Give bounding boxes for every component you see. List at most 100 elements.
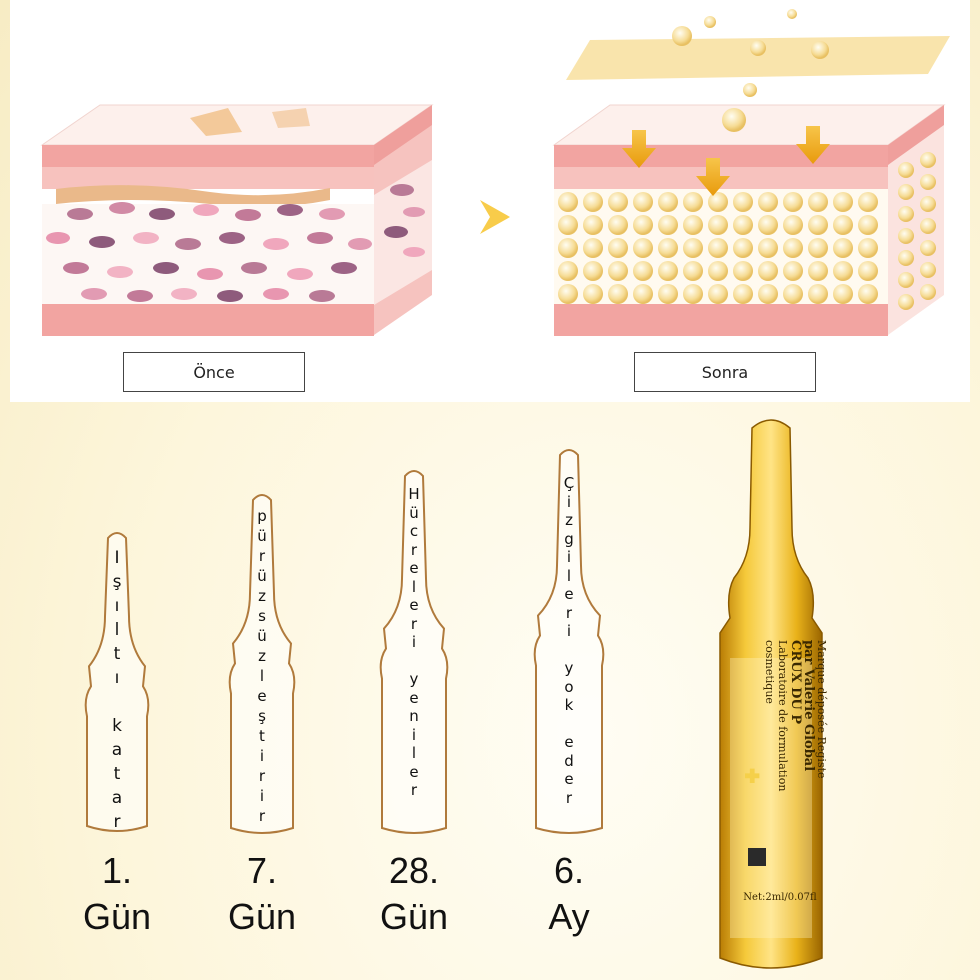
ampoule-caption-letter: l bbox=[259, 667, 265, 685]
skin-cell bbox=[658, 238, 678, 258]
ampoule-caption-letter: e bbox=[409, 762, 419, 781]
ampoule-caption-letter: i bbox=[259, 747, 265, 765]
ampoule-caption-letter: a bbox=[111, 788, 123, 808]
ampoule-caption-letter: p bbox=[257, 507, 267, 525]
ampoule-caption-letter: e bbox=[409, 596, 419, 614]
skin-cell bbox=[733, 261, 753, 281]
skin-illustration bbox=[40, 9, 950, 336]
ampoule-caption-letter: t bbox=[113, 764, 121, 784]
skin-cell bbox=[558, 238, 578, 258]
skin-cell bbox=[683, 261, 703, 281]
after-label: Sonra bbox=[634, 352, 816, 392]
skin-cell bbox=[898, 250, 914, 266]
skin-cell bbox=[808, 261, 828, 281]
skin-cell bbox=[708, 238, 728, 258]
skin-cell bbox=[708, 284, 728, 304]
ampoule-caption-letter: z bbox=[258, 587, 266, 605]
product-label-line: cosmetique bbox=[763, 640, 776, 704]
day-unit: Ay bbox=[548, 896, 590, 937]
ampoule-caption-letter: e bbox=[564, 770, 574, 788]
skin-cell bbox=[920, 262, 936, 278]
skin-cell bbox=[833, 238, 853, 258]
skin-cell bbox=[658, 192, 678, 212]
skin-cell bbox=[733, 215, 753, 235]
skin-cell bbox=[708, 192, 728, 212]
ampoule-day-label: 28.Gün bbox=[354, 848, 474, 940]
ampoule-outline bbox=[228, 494, 296, 834]
skin-cell bbox=[683, 284, 703, 304]
ampoule-caption-letter: y bbox=[409, 670, 419, 688]
skin-cell bbox=[808, 215, 828, 235]
skin-cell bbox=[608, 238, 628, 258]
ampoule-day-label: 6.Ay bbox=[509, 848, 629, 940]
skin-cell bbox=[858, 261, 878, 281]
skin-cell bbox=[658, 215, 678, 235]
skin-cell bbox=[558, 192, 578, 212]
skin-cell bbox=[583, 261, 603, 281]
skin-cell bbox=[608, 284, 628, 304]
skin-cell bbox=[733, 238, 753, 258]
skin-cell bbox=[758, 261, 778, 281]
skin-cell bbox=[583, 238, 603, 258]
ampoule-caption-letter: r bbox=[113, 812, 121, 832]
ampoule-caption-letter: i bbox=[411, 633, 417, 651]
skin-cell bbox=[783, 284, 803, 304]
day-unit: Gün bbox=[379, 896, 449, 937]
skin-cell bbox=[833, 261, 853, 281]
skin-cell bbox=[733, 284, 753, 304]
product-label-line: Laboratoire de formulation bbox=[776, 640, 789, 792]
ampoule-caption-letter: r bbox=[565, 788, 573, 807]
ampoule-caption-letter: r bbox=[410, 540, 418, 559]
ampoule-caption-letter: e bbox=[564, 733, 574, 751]
cross-logo-icon bbox=[748, 848, 766, 866]
skin-cell bbox=[608, 215, 628, 235]
skin-cell bbox=[758, 215, 778, 235]
product-net-volume: Net:2ml/0.07fl bbox=[743, 892, 817, 903]
ampoule-caption-letter: i bbox=[566, 622, 572, 640]
ampoule-caption-letter: I bbox=[114, 548, 120, 568]
ampoule-caption-letter: ş bbox=[258, 707, 266, 725]
before-after-arrow-icon bbox=[480, 200, 510, 234]
skin-cell bbox=[858, 284, 878, 304]
skin-cell bbox=[833, 192, 853, 212]
skin-cell bbox=[583, 284, 603, 304]
skin-cell bbox=[858, 238, 878, 258]
skin-cell bbox=[898, 162, 914, 178]
skin-cell bbox=[808, 284, 828, 304]
ampoule-caption-letter: ü bbox=[257, 567, 267, 585]
skin-cell bbox=[558, 261, 578, 281]
skin-cell bbox=[583, 215, 603, 235]
ampoule-caption-letter: e bbox=[257, 687, 267, 705]
day-number: 1. bbox=[101, 850, 133, 891]
ampoule-caption-letter: t bbox=[259, 727, 265, 745]
ampoule-caption-letter: l bbox=[411, 744, 417, 762]
ampoule-caption-letter: c bbox=[409, 522, 419, 540]
ampoule-caption-letter: ü bbox=[257, 627, 267, 645]
skin-cell bbox=[920, 196, 936, 212]
ampoule-caption-letter: z bbox=[258, 647, 266, 665]
skin-cell bbox=[633, 215, 653, 235]
skin-cell bbox=[898, 272, 914, 288]
ampoule-caption-letter: l bbox=[566, 566, 572, 585]
ampoule-caption-letter: z bbox=[565, 511, 573, 529]
skin-cell bbox=[858, 215, 878, 235]
ampoule-caption-letter: n bbox=[409, 707, 419, 725]
skin-cell bbox=[758, 192, 778, 212]
skin-cell bbox=[898, 184, 914, 200]
skin-cell bbox=[808, 192, 828, 212]
before-cells bbox=[46, 184, 425, 302]
skin-cell bbox=[898, 294, 914, 310]
skin-cell bbox=[608, 261, 628, 281]
ampoule-caption-letter: a bbox=[111, 740, 123, 760]
skin-cell bbox=[583, 192, 603, 212]
ampoule-caption-letter: s bbox=[258, 607, 266, 625]
skin-cell bbox=[558, 284, 578, 304]
ampoule-caption-letter: ı bbox=[114, 668, 120, 688]
skin-cell bbox=[633, 261, 653, 281]
